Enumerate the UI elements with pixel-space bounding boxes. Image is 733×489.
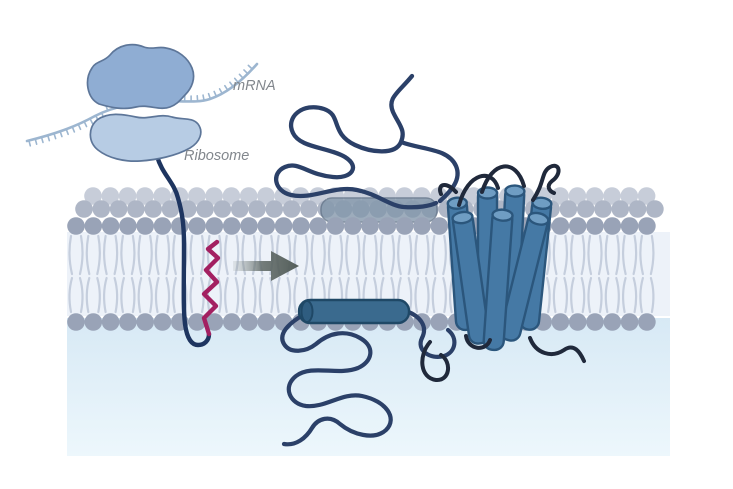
transmembrane-signal-anchor-helix [201, 239, 221, 337]
cytoplasmic-unfolded-chain [280, 312, 393, 447]
ribosome-small-subunit [89, 113, 202, 162]
helix-cylinder [499, 211, 550, 342]
membrane-inserted-helix [297, 298, 411, 325]
bundle-bottom-loops [420, 334, 586, 382]
folded-helix-bundle [420, 163, 586, 382]
helix-cylinder [482, 208, 514, 352]
extracellular-chain-right-loop [398, 139, 460, 204]
helix-cylinder [451, 210, 491, 345]
mrna-label: mRNA [233, 78, 276, 94]
helix-end-cap [300, 300, 314, 323]
ribosome [86, 43, 202, 162]
ribosome-label: Ribosome [184, 148, 249, 164]
ribosome-large-subunit [86, 43, 195, 110]
cytoplasm-region [67, 318, 670, 456]
nascent-polypeptide-chain [154, 153, 212, 348]
bundle-top-loops [438, 163, 561, 207]
progress-arrow-icon [233, 251, 299, 281]
